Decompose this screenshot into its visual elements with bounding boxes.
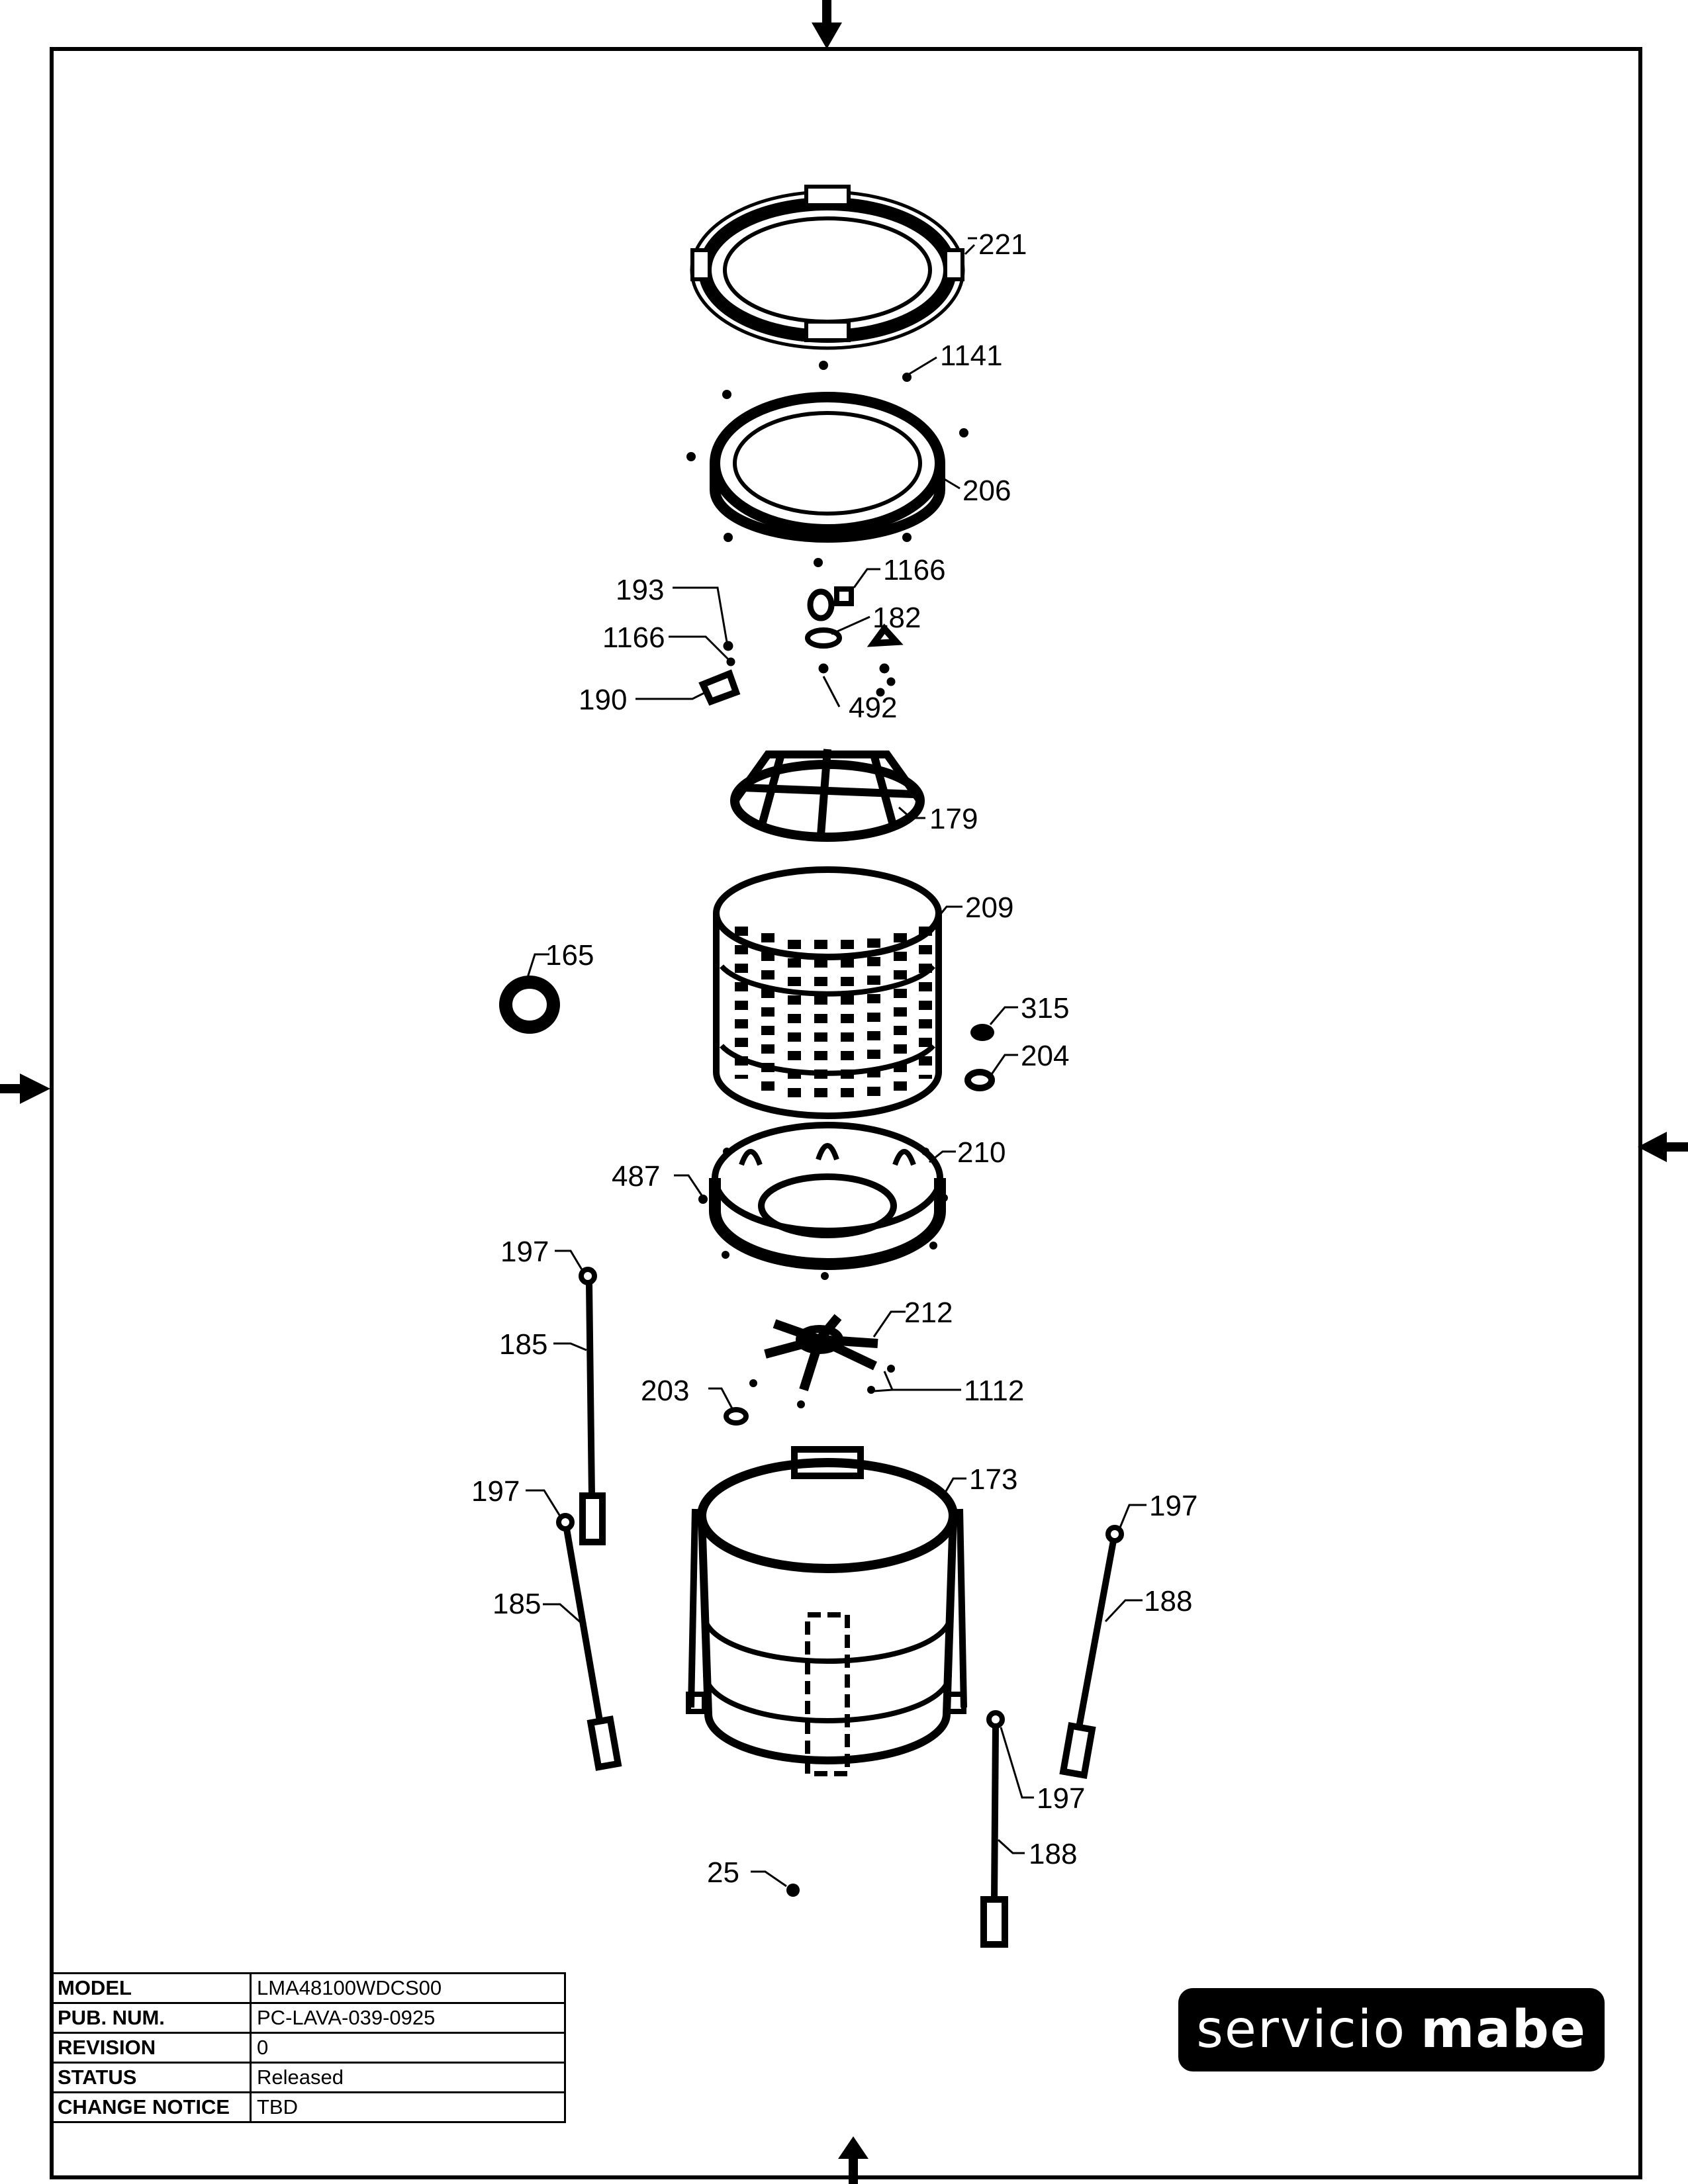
part-179-agitator-cap xyxy=(730,749,925,842)
title-block-row: REVISION 0 xyxy=(50,2032,566,2064)
part-204 xyxy=(964,1069,995,1091)
callout-197-b: 197 xyxy=(471,1475,520,1508)
suspension-rods xyxy=(556,1267,1124,1948)
logo-text-mabe: mabe xyxy=(1421,2000,1587,2060)
callout-179: 179 xyxy=(929,803,978,835)
servicio-mabe-logo: servicio mabe xyxy=(1178,1988,1605,2071)
revision-value: 0 xyxy=(250,2032,566,2064)
screws-487 xyxy=(698,1148,948,1280)
leader-lines xyxy=(526,237,1147,1888)
callout-315: 315 xyxy=(1021,992,1069,1024)
callout-492: 492 xyxy=(849,692,897,724)
part-203 xyxy=(724,1407,749,1426)
status-label: STATUS xyxy=(50,2062,252,2093)
part-315 xyxy=(970,1024,994,1041)
title-block-row: STATUS Released xyxy=(50,2062,566,2093)
callout-173: 173 xyxy=(969,1463,1017,1496)
callout-212: 212 xyxy=(904,1297,953,1329)
sheet-border xyxy=(50,47,1642,2179)
small-parts-182-492 xyxy=(805,586,904,697)
model-value: LMA48100WDCS00 xyxy=(250,1972,566,2004)
callout-221: 221 xyxy=(978,228,1027,261)
callout-1141: 1141 xyxy=(940,340,1003,372)
logo-text-servicio: servicio xyxy=(1196,2000,1407,2060)
callout-182: 182 xyxy=(872,602,921,634)
title-block-table: MODEL LMA48100WDCS00 PUB. NUM. PC-LAVA-0… xyxy=(50,1972,566,2123)
revision-label: REVISION xyxy=(50,2032,252,2064)
change-notice-value: TBD xyxy=(250,2091,566,2123)
part-210-basket-base xyxy=(709,1122,946,1270)
title-block-row: PUB. NUM. PC-LAVA-039-0925 xyxy=(50,2002,566,2034)
callout-203: 203 xyxy=(641,1375,689,1407)
pub-num-label: PUB. NUM. xyxy=(50,2002,252,2034)
callout-188-b: 188 xyxy=(1029,1838,1077,1870)
screws-1112 xyxy=(749,1365,895,1408)
callout-185-b: 185 xyxy=(492,1588,541,1620)
part-212-spider xyxy=(764,1314,878,1392)
callout-197-c: 197 xyxy=(1149,1490,1197,1522)
small-parts-190-193 xyxy=(698,641,741,706)
callout-190: 190 xyxy=(579,684,627,716)
title-block-row: MODEL LMA48100WDCS00 xyxy=(50,1972,566,2004)
callout-165: 165 xyxy=(545,939,594,972)
callout-193: 193 xyxy=(616,574,664,606)
callout-204: 204 xyxy=(1021,1040,1069,1072)
callout-487: 487 xyxy=(612,1160,660,1193)
callout-1166-left: 1166 xyxy=(602,621,665,654)
part-173-tub xyxy=(686,1446,967,1776)
part-25 xyxy=(786,1884,800,1897)
callout-1166-right: 1166 xyxy=(883,554,946,586)
callout-25: 25 xyxy=(707,1856,739,1889)
callout-1112: 1112 xyxy=(964,1375,1024,1407)
part-209-basket xyxy=(713,866,942,1119)
callout-206: 206 xyxy=(962,475,1011,507)
model-label: MODEL xyxy=(50,1972,252,2004)
callout-185-a: 185 xyxy=(499,1328,547,1361)
callout-197-a: 197 xyxy=(500,1236,549,1268)
part-221-ring xyxy=(690,185,965,350)
pub-num-value: PC-LAVA-039-0925 xyxy=(250,2002,566,2034)
callout-209: 209 xyxy=(965,891,1013,924)
callout-labels: 221 1141 206 1166 193 182 1166 190 492 1… xyxy=(471,228,1197,1889)
part-165 xyxy=(499,976,560,1034)
callout-188-a: 188 xyxy=(1144,1585,1192,1617)
callout-210: 210 xyxy=(957,1136,1006,1169)
callout-197-d: 197 xyxy=(1037,1782,1085,1815)
change-notice-label: CHANGE NOTICE xyxy=(50,2091,252,2123)
part-206-balance-ring xyxy=(710,392,945,543)
status-value: Released xyxy=(250,2062,566,2093)
title-block-row: CHANGE NOTICE TBD xyxy=(50,2091,566,2123)
